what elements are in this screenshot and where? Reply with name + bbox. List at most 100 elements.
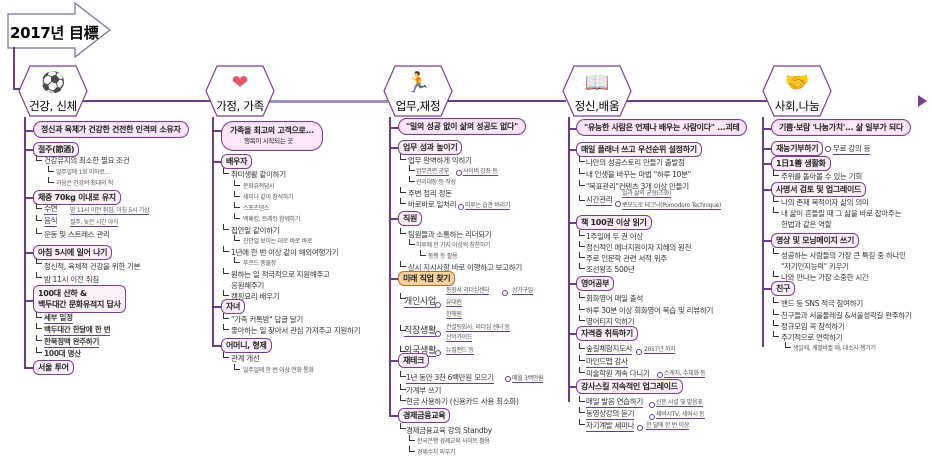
connector: [400, 198, 406, 204]
connector: [773, 271, 779, 277]
connector: [389, 415, 399, 417]
item-text: 운동 및 스트레스 관리: [44, 230, 110, 239]
item-text: 1주일에 두 권 이상: [586, 232, 643, 241]
item-note: 매월 3백만원: [512, 375, 544, 383]
connector: [409, 176, 415, 182]
item-note: 세바시TV, 세바시 등: [656, 411, 705, 419]
topic-node[interactable]: 서울 투어: [33, 360, 74, 375]
sub-item-text: 경제수치 외우기: [417, 449, 456, 456]
item-text: 정신적인 에너지원이자 지혜의 원천: [586, 243, 692, 252]
option-text: 일과 삶의 균형(조화): [622, 190, 672, 198]
topic-node[interactable]: 친구: [771, 281, 796, 296]
item-text: 밴드 등 SNS 적극 참여하기: [781, 299, 863, 308]
item-text: 1년 동안 3천 6백만원 모으기: [406, 373, 494, 384]
connector: [762, 288, 772, 290]
topic-node[interactable]: 자녀: [221, 299, 246, 314]
branch-line: [762, 117, 764, 347]
item-text: 성공하는 사람들의 가장 큰 특징 중 하나인: [781, 251, 906, 260]
topic-node-highlighted[interactable]: 미래 직업 찾기: [398, 271, 456, 286]
item-text: 회화영어 매일 출석: [586, 294, 643, 303]
topic-node[interactable]: 절주(節酒): [33, 142, 80, 157]
item-text: 한북정맥 완주하기: [44, 337, 100, 348]
connector: [762, 128, 772, 130]
connector: [400, 325, 406, 331]
connector: [223, 268, 229, 274]
sub-item-text: 세미나 같이 참석하기: [243, 194, 294, 201]
item-text: 100대 명산: [44, 349, 81, 358]
connector: [389, 218, 399, 220]
item-text: 집안일 같이하기: [231, 226, 280, 235]
topic-node[interactable]: 영어공부: [576, 276, 615, 291]
topic-node[interactable]: 책 100권 이상 읽기: [576, 215, 652, 230]
topic-node[interactable]: 배우자: [221, 154, 253, 169]
connector: [773, 207, 779, 213]
item-text: 하루 30분 이상 회화영어 복습 및 리뷰하기: [586, 306, 714, 315]
connector: [400, 395, 406, 401]
branch-node-health[interactable]: ⚽ 건강, 신체: [18, 65, 88, 117]
connector: [762, 240, 772, 242]
topic-node[interactable]: 강사스킬 지속적인 업그레이드: [576, 379, 683, 394]
topic-node[interactable]: 아침 5시에 일어 나기: [33, 245, 113, 260]
connector: [36, 347, 42, 353]
topic-note: 무료 강의 등: [833, 144, 871, 155]
connector: [579, 315, 585, 321]
sub-sub-item-text: 동행 등 활용: [428, 253, 458, 260]
sub-item-text: 관리대장 등 작성: [416, 179, 456, 186]
option-text: 뉴질랜드 등: [446, 347, 474, 355]
topic-node[interactable]: 명상 및 모닝메이지 쓰기: [771, 233, 860, 248]
item-text: 조선왕조 500년: [586, 265, 635, 274]
connector-dot: [615, 201, 621, 207]
topic-node[interactable]: 1日1善 생활화: [771, 156, 831, 171]
connector: [212, 130, 222, 132]
topic-node-multiline[interactable]: 100대 산하 & 백두대간 문화유적지 답사: [33, 285, 126, 313]
title-connector: [13, 47, 15, 89]
branch-node-learning[interactable]: 📖 정신,배움: [562, 65, 632, 117]
motto-cloud: 가족을 최고의 고객으로... 행복이 시작되는 곳: [221, 121, 323, 151]
connector: [212, 161, 222, 163]
connector-dot: [649, 414, 655, 420]
connector: [579, 419, 585, 425]
branch-node-work[interactable]: 🏃 업무,재정: [383, 65, 453, 117]
connector: [234, 191, 240, 197]
connector-dot: [456, 170, 462, 176]
branch-node-family[interactable]: ❤ 가정, 가족: [205, 65, 275, 117]
topic-node[interactable]: 업무 성과 높이기: [398, 140, 463, 155]
item-text: 팀원들과 소통하는 리더되기: [408, 230, 492, 239]
connector: [568, 222, 578, 224]
connector: [579, 180, 585, 186]
branch-label: 건강, 신체: [29, 99, 77, 113]
option-text: 컨설팅회사, 리더십 센터 등: [446, 324, 510, 332]
branch-node-society[interactable]: 🤝 사회,나눔: [762, 65, 832, 117]
topic-node[interactable]: 어머니, 형제: [221, 338, 272, 353]
topic-node[interactable]: 재능기부하기: [771, 141, 824, 156]
connector: [24, 130, 34, 132]
topic-node[interactable]: 경제금융교육: [398, 408, 451, 423]
connector: [223, 352, 229, 358]
connector: [762, 189, 772, 191]
motto-text: 가족을 최고의 고객으로...: [230, 126, 314, 135]
connector-dot: [502, 290, 508, 296]
item-text: 세부 일정: [44, 313, 73, 324]
connector: [773, 248, 779, 254]
connector: [579, 263, 585, 269]
title-connector-h: [13, 88, 23, 90]
connector: [579, 195, 585, 201]
connector: [389, 360, 399, 362]
item-text: 음식: [44, 216, 58, 227]
topic-node[interactable]: 매일 플래너 쓰고 우선순위 설정하기: [576, 142, 702, 157]
item-text: 친구들과 서울둘레길 &서울성곽길 완주하기: [781, 311, 912, 320]
topic-node[interactable]: 체중 70kg 이내로 유지: [33, 190, 121, 205]
item-text: 매일 발음 연습하기: [586, 397, 643, 408]
item-text: 가계부 쓰기: [406, 386, 442, 395]
item-text: 원하는 일 적극적으로 지원해주고: [231, 270, 330, 279]
connector: [420, 250, 426, 256]
option-text: 유대원: [446, 299, 462, 307]
item-note: 밤 11시 이전 취침, 아침 5시 기상: [70, 207, 150, 215]
topic-node[interactable]: 자격증 취득하기: [576, 326, 638, 341]
item-text: 동영상강의 듣기: [586, 409, 635, 420]
topic-node[interactable]: 재테크: [398, 353, 430, 368]
topic-node[interactable]: 사명서 검토 및 업그레이드: [771, 182, 867, 197]
connector: [400, 187, 406, 193]
connector: [568, 128, 578, 130]
topic-node[interactable]: 직원: [398, 211, 423, 226]
